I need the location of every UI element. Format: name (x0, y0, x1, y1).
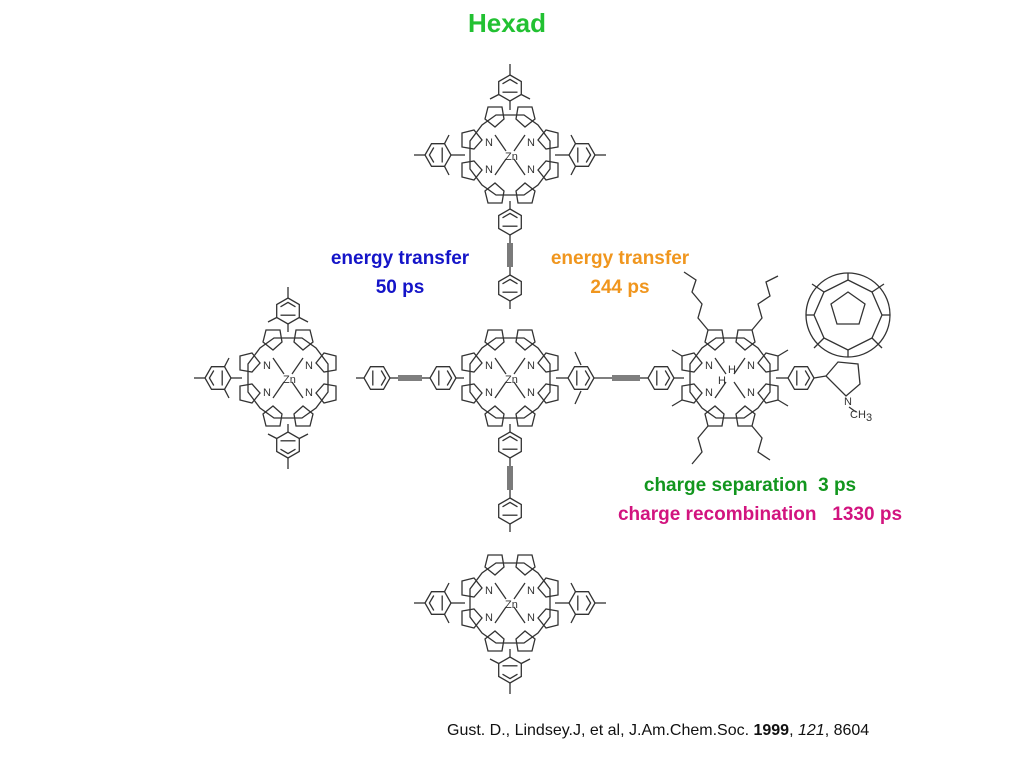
svg-text:N: N (844, 396, 852, 408)
top-linker (499, 201, 522, 309)
svg-text:N: N (747, 360, 755, 372)
charge-separation-label: charge separation 3 ps (643, 475, 857, 496)
citation-volume: 121 (797, 722, 825, 739)
left-linker (356, 367, 464, 390)
left-zn-porphyrin (194, 287, 336, 469)
citation: Gust. D., Lindsey.J, et al, J.Am.Chem.So… (447, 722, 870, 739)
energy-transfer-time-2: 244 ps (590, 277, 650, 298)
svg-text:N: N (705, 360, 713, 372)
svg-text:N: N (705, 387, 713, 399)
energy-transfer-label-1: energy transfer (330, 248, 470, 269)
bottom-linker (499, 424, 522, 532)
energy-transfer-label-2: energy transfer (550, 248, 690, 269)
citation-year: 1999 (753, 722, 790, 739)
fullerene-unit: N CH 3 (776, 272, 891, 424)
energy-transfer-244ps-label: energy transfer 244 ps (520, 244, 720, 302)
top-zn-porphyrin (414, 64, 606, 203)
citation-page: 8604 (833, 722, 870, 739)
slide-title: Hexad (467, 8, 547, 38)
charge-recombination-label: charge recombination 1330 ps (617, 504, 903, 525)
free-base-porphyrin: N N N N H H (671, 271, 789, 465)
energy-transfer-50ps-label: energy transfer 50 ps (300, 244, 500, 302)
central-zn-porphyrin (462, 330, 558, 426)
right-linker (556, 351, 684, 405)
svg-text:CH: CH (850, 409, 866, 421)
bottom-zn-porphyrin (414, 555, 606, 694)
citation-authors: Gust. D., Lindsey.J, et al, J.Am.Chem.So… (447, 722, 750, 739)
energy-transfer-time-1: 50 ps (375, 277, 425, 298)
svg-text:H: H (728, 364, 736, 376)
svg-text:H: H (718, 375, 726, 387)
svg-text:3: 3 (866, 412, 872, 424)
svg-text:N: N (747, 387, 755, 399)
